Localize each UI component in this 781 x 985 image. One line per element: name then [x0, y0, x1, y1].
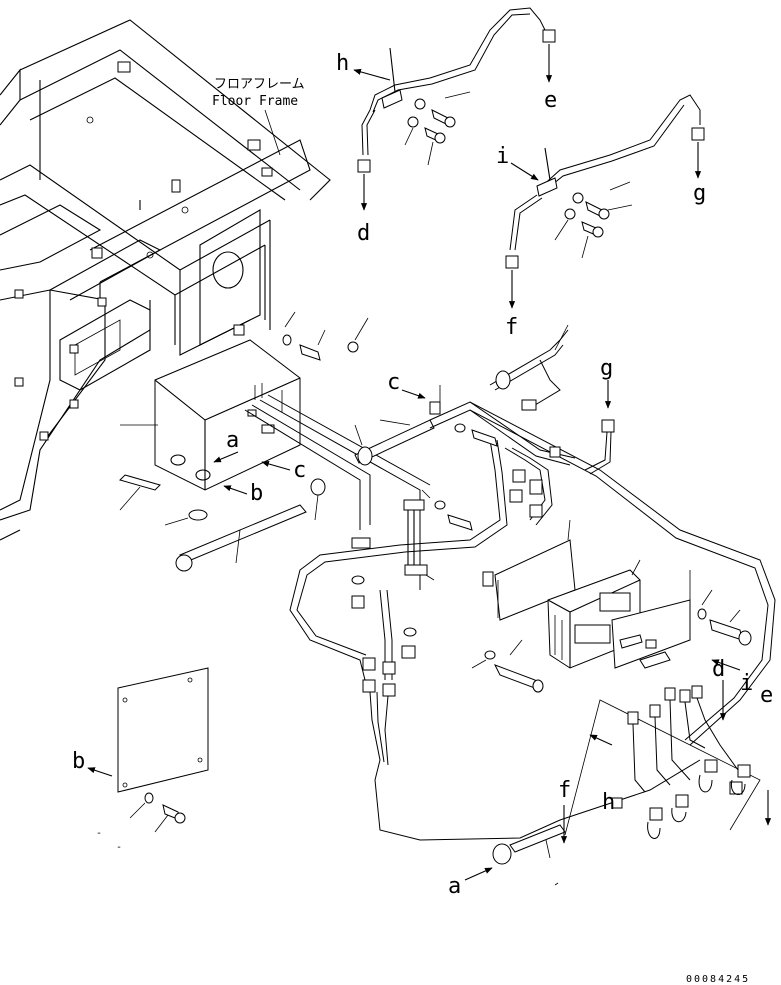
detail-view-top: [357, 7, 556, 173]
callout-f-upper: f: [505, 315, 518, 340]
callout-e-upper: e: [544, 88, 557, 113]
callout-e-lower: e: [760, 683, 773, 708]
dash-mark-2: -: [116, 842, 122, 853]
callout-b-plate: b: [72, 749, 85, 774]
gasket-strip: [119, 474, 161, 491]
arrow-c-upper: [401, 389, 426, 399]
callout-d-upper: d: [357, 221, 370, 246]
cover-plate: [117, 667, 209, 833]
arrow-c-lower: [261, 460, 291, 471]
callout-g-middle: g: [600, 356, 613, 381]
arrow-a-lower: [464, 867, 493, 881]
arrow-b-plate: [87, 767, 113, 777]
dash-mark: [554, 882, 559, 886]
strip-leader: [119, 486, 141, 511]
arrow-a-box: [213, 451, 239, 463]
controller-modules: [471, 519, 752, 693]
frame-leader-line: [264, 109, 281, 156]
frame-label-japanese: フロアフレーム: [214, 77, 305, 92]
box-bolts: [282, 311, 369, 361]
detail-view-middle: [505, 94, 705, 269]
controller-box: [154, 339, 301, 491]
harness-brackets: [351, 385, 498, 659]
connector-cluster: [564, 685, 761, 839]
callout-h-upper: h: [336, 51, 349, 76]
callout-i-module: i: [740, 671, 753, 696]
callout-a-box: a: [226, 428, 239, 453]
callout-c-lower: c: [293, 458, 306, 483]
arrow-i-upper: [510, 162, 539, 181]
callout-d-lower: d: [712, 657, 725, 682]
dash-mark-1: -: [96, 828, 102, 839]
callout-f-lower: f: [558, 778, 571, 803]
arrow-i-module: [711, 659, 741, 671]
callout-i-upper: i: [496, 144, 509, 169]
drawing-number: 00084245: [686, 974, 750, 985]
callout-a-lower: a: [448, 874, 461, 899]
callout-b-box: b: [250, 481, 263, 506]
frame-label-english: Floor Frame: [212, 94, 298, 109]
callout-c-upper: c: [387, 370, 400, 395]
callout-g-upper: g: [693, 181, 706, 206]
grommet-icon: [188, 509, 208, 521]
floor-frame: [0, 19, 331, 541]
arrow-h-lower: [589, 734, 613, 746]
arrow-h-upper: [353, 68, 391, 81]
main-harness: [175, 324, 776, 865]
arrow-b-box: [223, 485, 248, 495]
callout-h-lower: h: [602, 790, 615, 815]
